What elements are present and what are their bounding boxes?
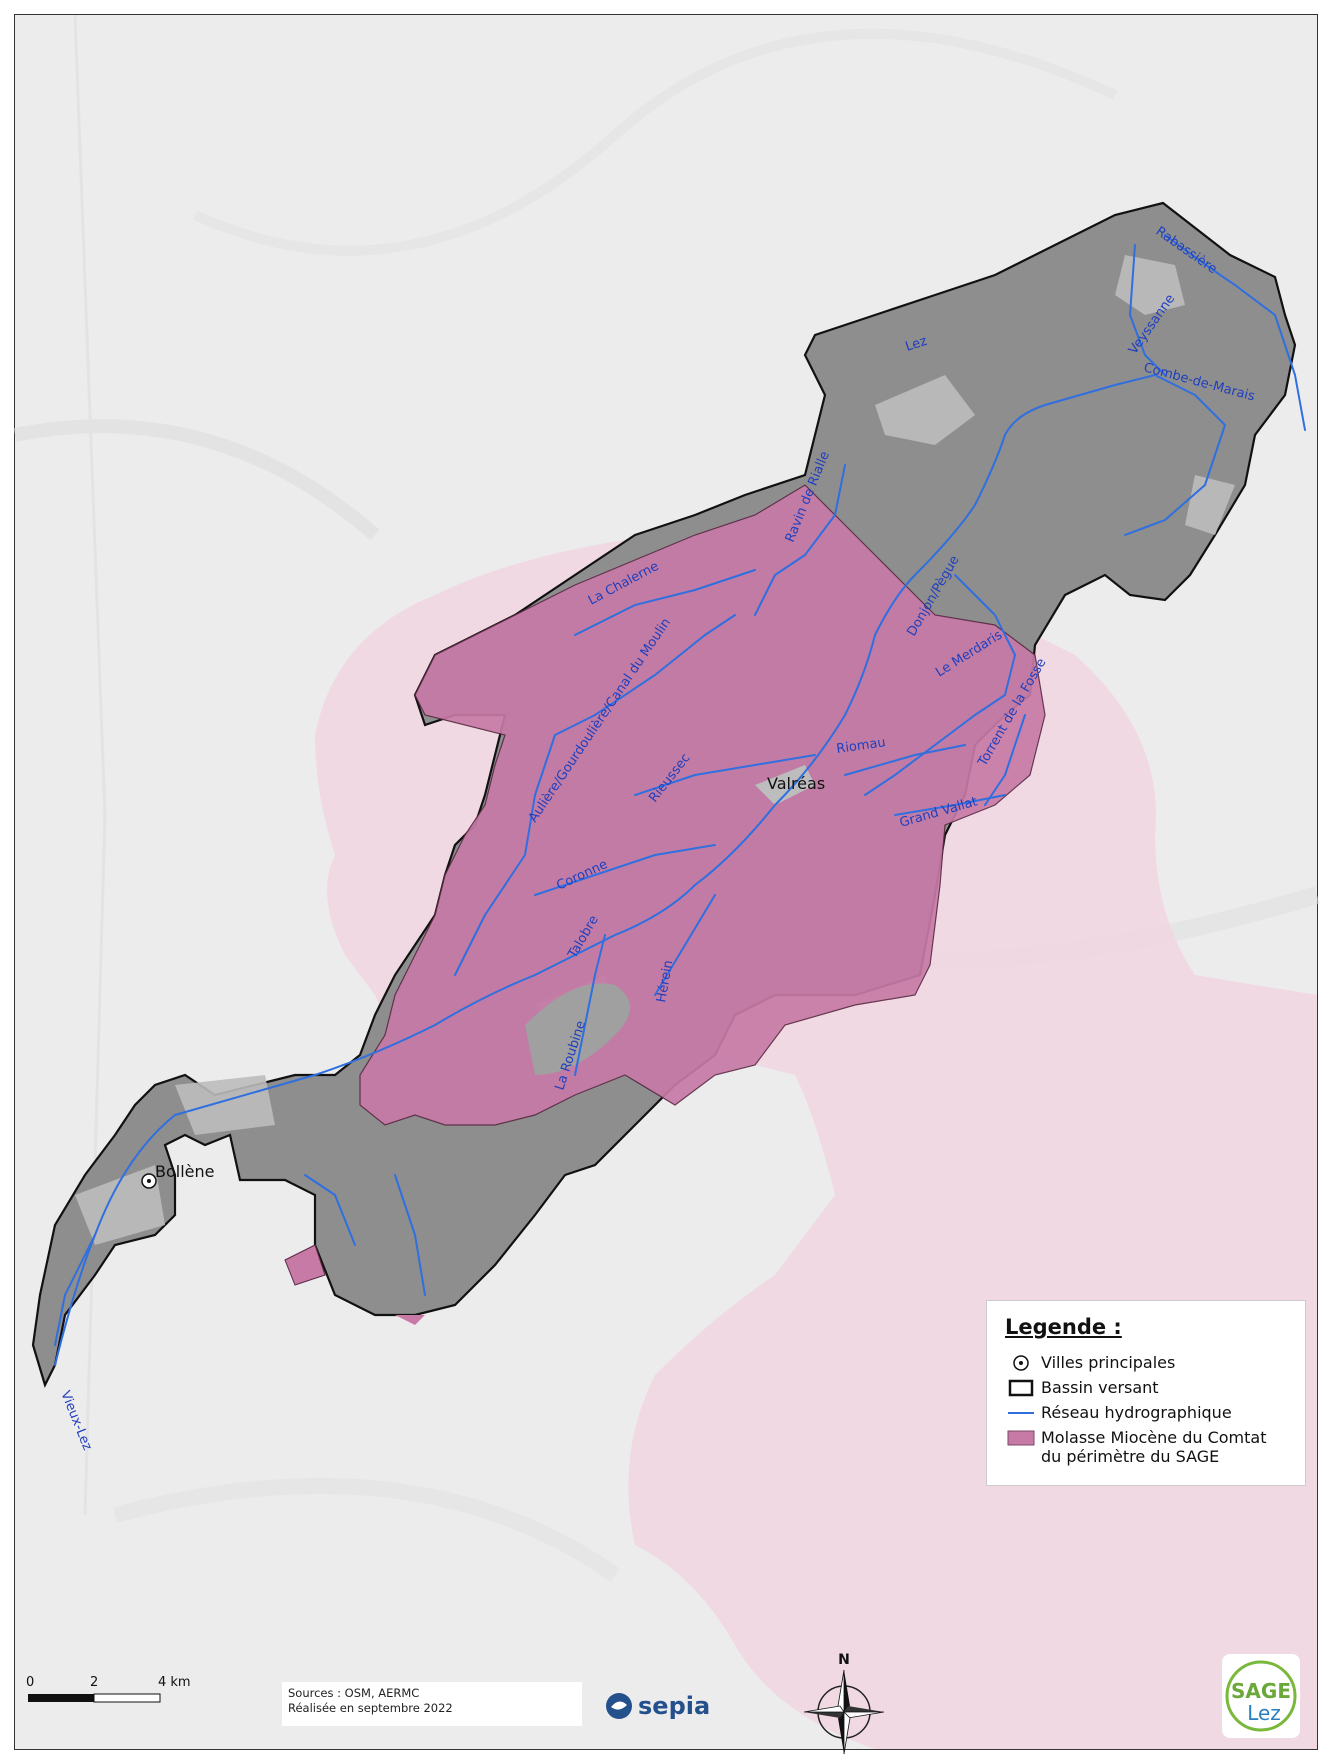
legend-label: Molasse Miocène du Comtat du périmètre d… [1041, 1428, 1267, 1466]
legend: Legende : Villes principales Bassin vers… [986, 1300, 1306, 1486]
river-roubine [574, 934, 606, 1076]
river-vieux-lez [54, 1234, 96, 1346]
river-riomau [844, 744, 966, 776]
sources-box: Sources : OSM, AERMC Réalisée en septemb… [282, 1682, 582, 1726]
scale-tick-label: 4 km [158, 1675, 191, 1690]
map-canvas[interactable]: Rabassière Veyssanne Lez Combe-de-Marais… [13, 14, 1320, 1749]
legend-item-rivers: Réseau hydrographique [1001, 1403, 1295, 1422]
legend-item-basin: Bassin versant [1001, 1378, 1295, 1397]
town-bollene[interactable]: Bollène [141, 1162, 214, 1189]
scale-tick-label: 2 [90, 1675, 98, 1690]
river-lez [54, 374, 1156, 1366]
river-label: Hérein [654, 959, 676, 1004]
sepia-logo-icon [606, 1693, 632, 1719]
sepia-logo: sepia [604, 1690, 710, 1722]
river-talobre [534, 844, 716, 896]
river-donjon [954, 574, 1016, 716]
town-point-icon [1001, 1353, 1041, 1372]
river-network [54, 234, 1306, 1366]
legend-label: Réseau hydrographique [1041, 1403, 1232, 1422]
river-veyssanne [1129, 244, 1166, 376]
river-label: Riomau [835, 735, 886, 757]
river-rieussec [634, 754, 816, 796]
basin-outline-icon [1001, 1378, 1041, 1397]
sage-logo-title: SAGE [1231, 1679, 1291, 1703]
compass-rose-icon: N [803, 1652, 885, 1755]
scale-tick-label: 0 [26, 1675, 34, 1690]
north-label: N [838, 1652, 850, 1668]
river-south-1 [304, 1174, 356, 1246]
molasse-area-icon [1001, 1428, 1041, 1447]
legend-title: Legende : [1005, 1315, 1122, 1339]
molasse-small-area [395, 1315, 425, 1325]
town-label: Bollène [155, 1162, 214, 1181]
legend-item-molasse: Molasse Miocène du Comtat du périmètre d… [1001, 1428, 1295, 1466]
north-arrow: N [803, 1650, 885, 1755]
sources-date: Réalisée en septembre 2022 [288, 1701, 453, 1715]
river-chalerne [574, 569, 756, 636]
river-rabassiere [1164, 234, 1306, 431]
town-valreas[interactable]: Valréas [767, 774, 825, 793]
river-herein [654, 894, 716, 996]
molasse-hole [525, 983, 630, 1075]
legend-label: Bassin versant [1041, 1378, 1159, 1397]
valreas-urban [755, 765, 815, 805]
sage-lez-logo: SAGE Lez [1222, 1654, 1300, 1738]
river-south-2 [394, 1174, 426, 1296]
river-grand-vallat [894, 794, 1006, 816]
river-label: Lez [904, 334, 930, 355]
river-combe-de-marais [1124, 374, 1226, 536]
sources-line: Sources : OSM, AERMC [288, 1686, 420, 1700]
legend-item-towns: Villes principales [1001, 1353, 1295, 1372]
scale-bar: 0 2 4 km [26, 1672, 191, 1722]
river-merdaris [864, 714, 976, 796]
legend-label: Villes principales [1041, 1353, 1176, 1372]
town-label: Valréas [767, 774, 825, 793]
river-aulier [454, 614, 736, 976]
molasse-sage-area [359, 484, 1046, 1126]
sage-logo-subtitle: Lez [1247, 1701, 1281, 1725]
sepia-logo-text: sepia [638, 1692, 711, 1720]
river-torrent-fosse [984, 714, 1026, 806]
river-line-icon [1001, 1403, 1041, 1422]
map-frame: Rabassière Veyssanne Lez Combe-de-Marais… [13, 14, 1320, 1750]
river-ravin-de-rialle [754, 464, 846, 616]
molasse-small-area [284, 1244, 326, 1286]
